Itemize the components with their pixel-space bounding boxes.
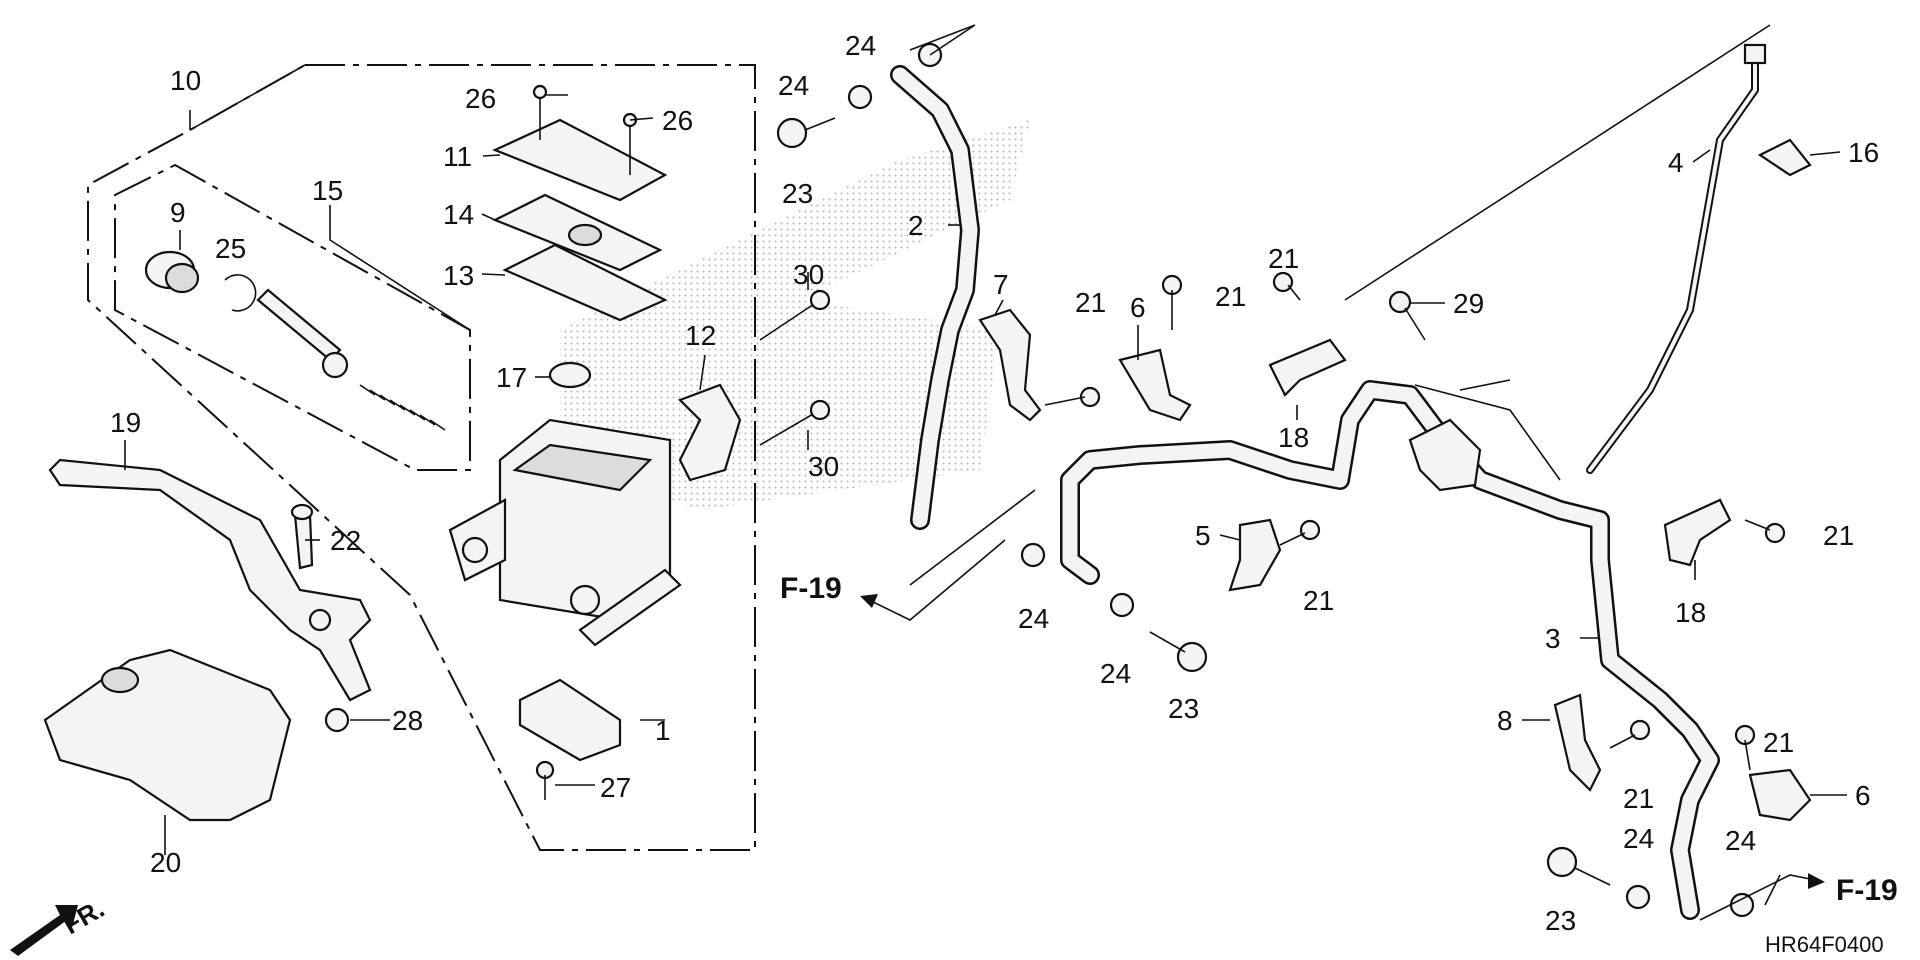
callout-24b: 24	[778, 70, 809, 101]
pivot-bolt-22	[290, 503, 314, 570]
callout-16: 16	[1848, 137, 1879, 168]
callout-24a: 24	[845, 30, 876, 61]
callout-26b: 26	[662, 105, 693, 136]
callout-17: 17	[496, 362, 527, 393]
callout-28: 28	[392, 705, 423, 736]
callout-6a: 6	[1130, 292, 1146, 323]
callout-9: 9	[170, 197, 186, 228]
nut-28	[324, 707, 350, 733]
screw-27	[535, 760, 555, 800]
callout-21f: 21	[1623, 783, 1654, 814]
callout-21e: 21	[1823, 520, 1854, 551]
stay-8	[1553, 693, 1602, 792]
spring	[359, 384, 446, 431]
callout-22: 22	[330, 525, 361, 556]
front-direction-label: FR.	[58, 893, 109, 940]
callout-21c: 21	[1268, 243, 1299, 274]
callout-2: 2	[908, 210, 924, 241]
callout-23b: 23	[1168, 693, 1199, 724]
callout-30b: 30	[808, 451, 839, 482]
leader-lines	[124, 24, 1847, 906]
callout-23a: 23	[782, 178, 813, 209]
callout-24c: 24	[1018, 603, 1049, 634]
callout-15: 15	[312, 175, 343, 206]
reservoir-cap-11	[492, 118, 668, 202]
callout-20: 20	[150, 847, 181, 878]
callout-30a: 30	[793, 259, 824, 290]
bolts-30	[759, 289, 831, 446]
diagram-code: HR64F0400	[1765, 932, 1884, 957]
callout-21b: 21	[1215, 281, 1246, 312]
front-direction-arrow	[10, 905, 78, 956]
clamp-18a	[1268, 338, 1347, 397]
callout-21d: 21	[1303, 585, 1334, 616]
boot-9	[144, 250, 200, 294]
callout-27: 27	[600, 772, 631, 803]
callout-5: 5	[1195, 520, 1211, 551]
cap-17	[548, 361, 592, 389]
callout-12: 12	[685, 320, 716, 351]
callout-13: 13	[443, 260, 474, 291]
assembly-outline-10	[87, 64, 756, 851]
diaphragm-13	[502, 243, 668, 322]
stop-switch-1	[518, 678, 622, 762]
clamp-18b	[1663, 498, 1732, 567]
reference-label-right[interactable]: F-19	[1836, 874, 1898, 907]
washers-24	[847, 42, 1755, 918]
brake-pipe-4	[1586, 43, 1767, 474]
callout-29: 29	[1453, 288, 1484, 319]
bolt-29	[1388, 290, 1426, 341]
callout-3: 3	[1545, 623, 1561, 654]
stay-7	[978, 308, 1042, 422]
screws-26	[532, 84, 638, 175]
stay-6a	[1118, 348, 1192, 422]
reference-arrow-left	[860, 539, 1006, 621]
master-cylinder	[448, 418, 682, 647]
callout-24e: 24	[1623, 823, 1654, 854]
diaphragm-plate-14	[492, 193, 663, 272]
callout-24f: 24	[1725, 825, 1756, 856]
three-way-joint	[1408, 418, 1482, 492]
callout-10: 10	[170, 65, 201, 96]
clip-16	[1757, 138, 1812, 177]
brake-lever-19	[48, 458, 372, 702]
reference-label-left[interactable]: F-19	[780, 572, 842, 605]
callout-1: 1	[655, 715, 671, 746]
stay-5	[1228, 518, 1282, 592]
brake-hose-3	[1060, 380, 1720, 920]
callout-numbers: 1 2 3 4 5 6 6 7 8 9 10 11 12 13 14 15 16…	[110, 30, 1879, 936]
callout-24d: 24	[1100, 658, 1131, 689]
callout-26a: 26	[465, 83, 496, 114]
callout-18b: 18	[1675, 597, 1706, 628]
piston	[256, 288, 349, 379]
callout-23c: 23	[1545, 905, 1576, 936]
callout-8: 8	[1497, 705, 1513, 736]
stay-6b	[1748, 768, 1812, 822]
callout-19: 19	[110, 407, 141, 438]
callout-4: 4	[1668, 147, 1684, 178]
brake-hose-2	[890, 65, 980, 530]
holder-12	[678, 383, 742, 482]
callout-11: 11	[443, 141, 472, 172]
background-watermark	[560, 120, 1030, 510]
assembly-outline-15	[114, 163, 471, 471]
callout-14: 14	[443, 199, 474, 230]
callout-6b: 6	[1855, 780, 1871, 811]
callout-7: 7	[993, 269, 1009, 300]
bolts-23	[776, 117, 1611, 886]
callout-21g: 21	[1763, 727, 1794, 758]
bolts-21	[1044, 271, 1786, 771]
circlip-25	[224, 274, 257, 312]
reference-arrow-right	[1699, 873, 1825, 921]
callout-18a: 18	[1278, 422, 1309, 453]
callout-21a: 21	[1075, 287, 1106, 318]
callout-25: 25	[215, 233, 246, 264]
lever-cover-20	[43, 648, 292, 822]
